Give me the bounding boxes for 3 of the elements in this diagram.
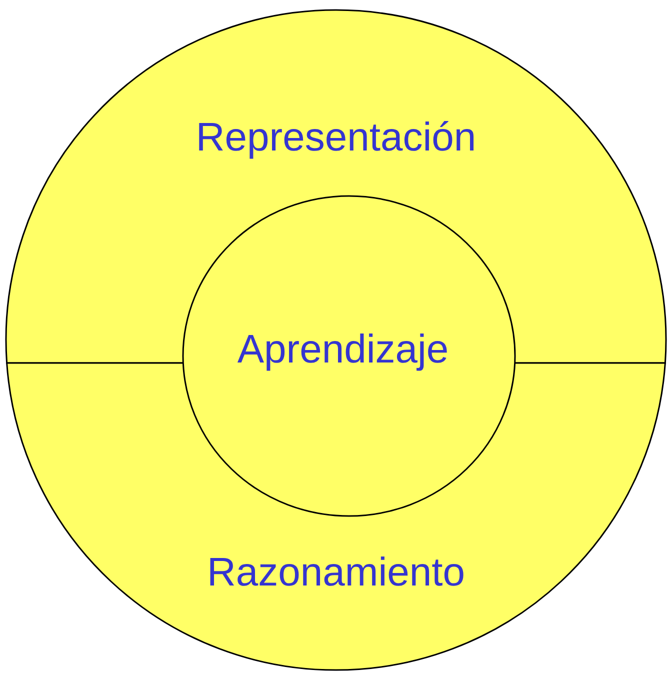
region-label: Representación: [196, 116, 476, 160]
region-label: Aprendizaje: [237, 328, 449, 372]
region-label: Razonamiento: [207, 550, 465, 596]
